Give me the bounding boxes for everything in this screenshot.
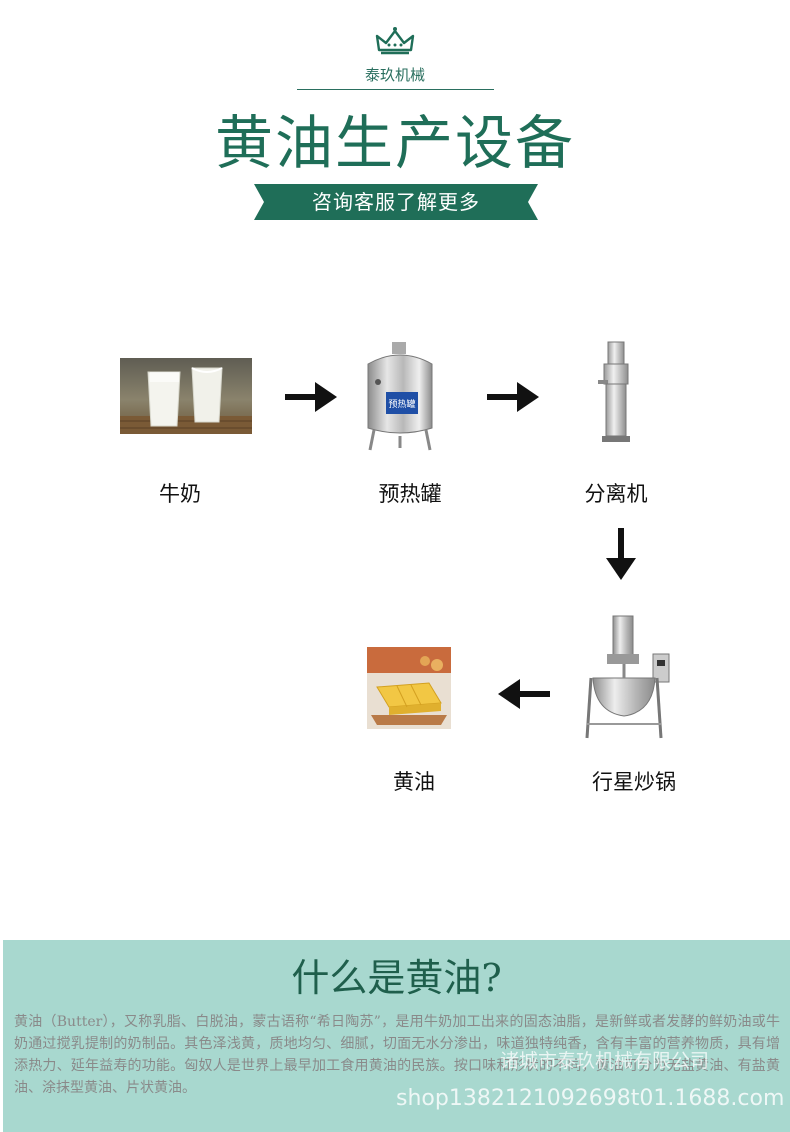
- arrow-right-icon: [487, 382, 539, 412]
- preheat-tank-image: 预热罐: [362, 340, 438, 452]
- crown-icon: [375, 27, 415, 55]
- separator-image: [596, 340, 636, 444]
- milk-image: [120, 358, 252, 434]
- brand-divider: [297, 89, 494, 90]
- step-label-planetary-wok: 行星炒锅: [592, 770, 676, 794]
- step-label-separator: 分离机: [584, 482, 648, 506]
- watermark-shop: shop1382121092698t01.1688.com: [396, 1086, 785, 1111]
- arrow-right-icon: [285, 382, 337, 412]
- butter-image: [367, 647, 451, 729]
- planetary-wok-image: [585, 614, 673, 742]
- svg-text:预热罐: 预热罐: [388, 398, 415, 410]
- step-label-butter: 黄油: [393, 770, 435, 794]
- step-label-preheat-tank: 预热罐: [378, 482, 442, 506]
- arrow-left-icon: [498, 679, 550, 709]
- brand-name: 泰玖机械: [364, 66, 425, 84]
- contact-banner-shape: [254, 184, 538, 220]
- watermark-company: 诸城市泰玖机械有限公司: [500, 1050, 710, 1072]
- info-title: 什么是黄油?: [291, 956, 502, 1000]
- page-title: 黄油生产设备: [214, 109, 575, 177]
- info-panel: [3, 940, 790, 1132]
- contact-banner[interactable]: 咨询客服了解更多: [312, 190, 480, 214]
- arrow-down-icon: [606, 528, 636, 580]
- step-label-milk: 牛奶: [159, 482, 201, 506]
- info-body: 黄油（Butter），又称乳脂、白脱油，蒙古语称“希日陶苏”，是用牛奶加工出来的…: [14, 1014, 780, 1096]
